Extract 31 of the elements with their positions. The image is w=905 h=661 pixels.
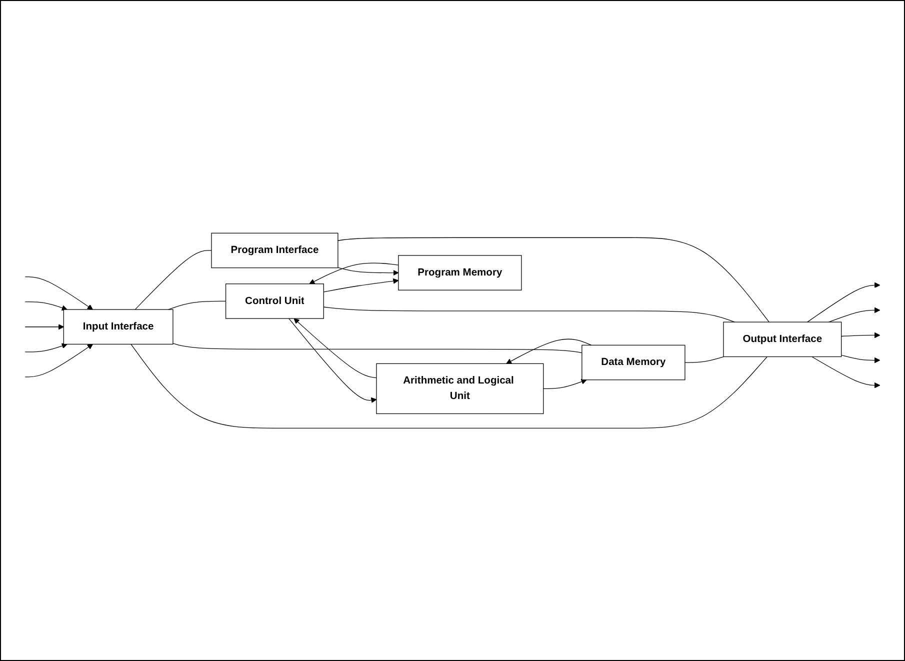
arrow [24, 324, 64, 330]
arrow [24, 276, 93, 310]
node-box: Program Interface [211, 232, 338, 268]
arrow [323, 278, 399, 292]
arrow [338, 267, 399, 276]
connector [172, 342, 582, 353]
node-box: Program Memory [398, 254, 522, 290]
arrow [812, 356, 880, 388]
arrow [841, 332, 880, 338]
arrow [309, 262, 399, 284]
arrow [506, 338, 592, 364]
arrow [288, 318, 377, 403]
arrow [24, 343, 68, 352]
connector [168, 300, 226, 310]
node-box: Arithmetic and Logical Unit [376, 363, 544, 414]
arrow [807, 282, 880, 322]
arrow [828, 307, 880, 322]
connector [338, 237, 770, 322]
connector [684, 356, 724, 363]
connector [323, 306, 736, 322]
arrow [24, 344, 93, 378]
node-box: Data Memory [582, 344, 686, 380]
arrow [24, 301, 68, 310]
node-box: Input Interface [63, 309, 174, 344]
node-box: Control Unit [225, 283, 324, 319]
connector [130, 344, 768, 428]
node-box: Output Interface [723, 322, 842, 357]
arrow [841, 354, 880, 363]
connector [134, 250, 212, 310]
arrow [294, 318, 377, 378]
arrow [543, 378, 587, 389]
